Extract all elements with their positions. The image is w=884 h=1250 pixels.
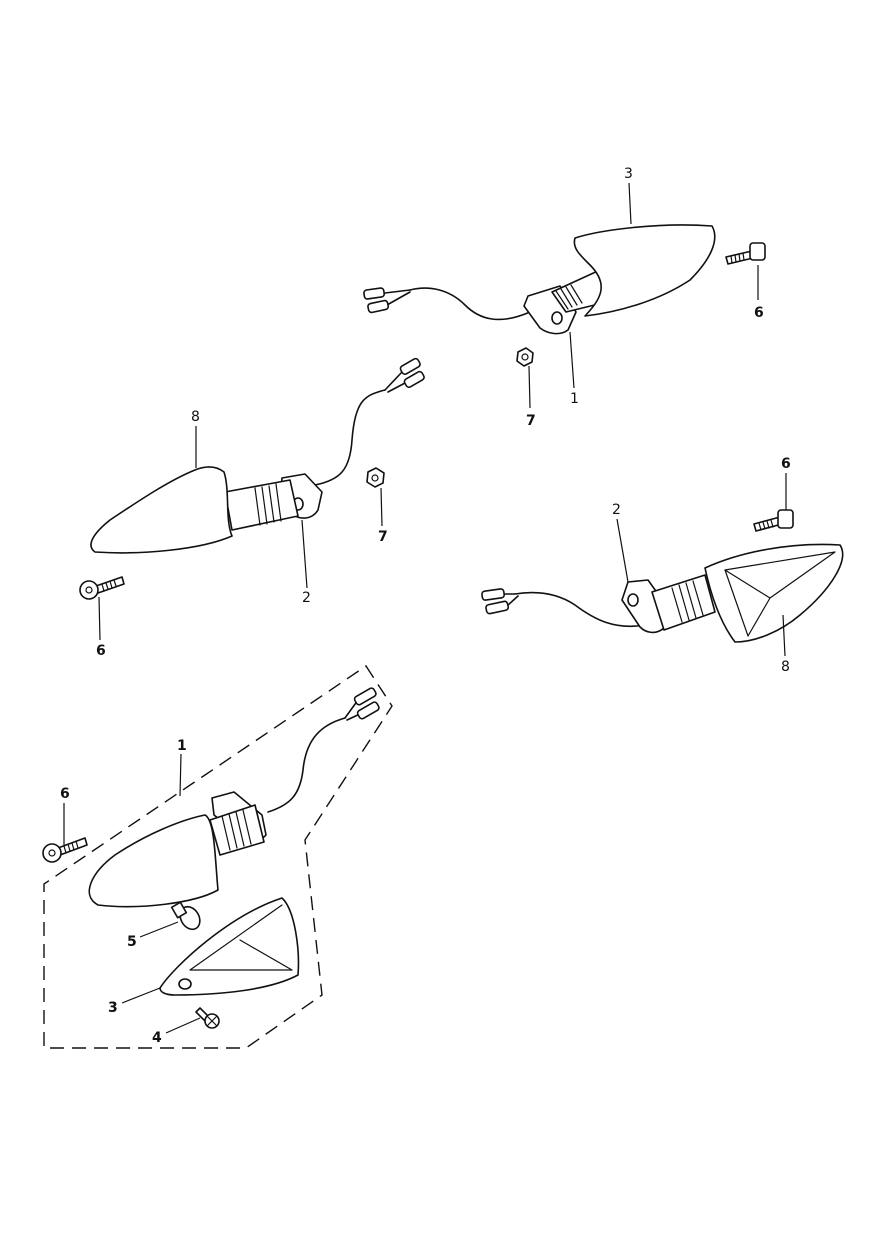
indicator-kit-boxed: 1 6 5 3 4 (42, 665, 393, 1049)
callout-6-top: 6 (754, 305, 764, 321)
nut-top (516, 347, 534, 367)
stalk-body-left (224, 479, 299, 531)
wire-kit (267, 717, 346, 813)
callout-7-top: 7 (526, 413, 536, 429)
lens-cover-faceted (159, 897, 300, 996)
screw-left-shaft (95, 576, 125, 594)
indicator-assembly-left: 8 2 6 7 (79, 357, 425, 659)
screw-right-thread (758, 519, 774, 531)
wire-left-lead-2 (387, 382, 406, 393)
screw-right-head (777, 509, 794, 529)
mount-hole-right (627, 593, 639, 607)
lens-top-smooth (573, 224, 716, 317)
indicator-assembly-right: 6 2 8 (481, 456, 844, 675)
connector-left-2 (403, 370, 425, 389)
connector-kit-2 (356, 701, 380, 720)
callout-5-kit: 5 (127, 934, 137, 950)
callout-3-top: 3 (624, 166, 633, 182)
screw-kit-small-cross (207, 1016, 217, 1026)
lens-right-faceted (704, 543, 844, 643)
wire-right-lead-2 (506, 595, 519, 607)
connector-right-2 (485, 600, 510, 615)
stalk-ribs-right (671, 580, 704, 623)
screw-kit-socket (48, 849, 56, 857)
callout-8-left: 8 (191, 409, 200, 425)
callout-8-right: 8 (781, 659, 790, 675)
wire-left-lead-1 (384, 371, 403, 391)
mount-hole-top (551, 311, 563, 325)
lens-left-smooth (90, 466, 233, 554)
lens-right-facets (724, 551, 836, 637)
callout-2-left: 2 (302, 590, 311, 606)
callout-6-kit: 6 (60, 786, 70, 802)
lens-cover-facets (189, 904, 293, 971)
bulb-base (170, 901, 188, 919)
wire-top (409, 287, 531, 321)
callout-6-right: 6 (781, 456, 791, 472)
callout-3-kit: 3 (108, 1000, 118, 1016)
stalk-ribs-left (254, 483, 282, 526)
screw-left-thread (101, 579, 117, 592)
wire-right (514, 591, 646, 628)
connector-left-1 (399, 357, 421, 376)
connector-kit-1 (353, 687, 377, 706)
callout-4-kit: 4 (152, 1030, 162, 1046)
callout-7-left: 7 (378, 529, 388, 545)
screw-top-head (749, 242, 766, 261)
nut-left-hole (371, 474, 379, 482)
connector-right-1 (481, 588, 506, 601)
lens-cover-hole (178, 978, 192, 990)
kit-dashed-boundary (43, 665, 393, 1049)
screw-kit-thread (63, 840, 79, 854)
nut-left (366, 467, 385, 488)
wire-left (314, 389, 386, 486)
connector-top-1 (363, 287, 386, 300)
nut-top-hole (521, 353, 529, 361)
screw-kit-head (42, 843, 62, 863)
screw-top-thread (730, 252, 745, 264)
screw-left-socket (85, 586, 93, 594)
wire-top-lead-2 (386, 291, 411, 306)
indicator-assembly-top: 3 6 1 7 (363, 166, 766, 429)
lens-kit-smooth (88, 814, 219, 908)
callout-2-right: 2 (612, 502, 621, 518)
callout-1-kit: 1 (177, 738, 187, 754)
wire-top-lead-1 (384, 289, 411, 294)
connector-top-2 (367, 299, 390, 314)
stalk-ribs-kit (221, 809, 252, 851)
stalk-ribs-top (555, 284, 583, 310)
screw-left-head (79, 580, 99, 600)
callout-1-top: 1 (570, 391, 579, 407)
callout-6-left: 6 (96, 643, 106, 659)
